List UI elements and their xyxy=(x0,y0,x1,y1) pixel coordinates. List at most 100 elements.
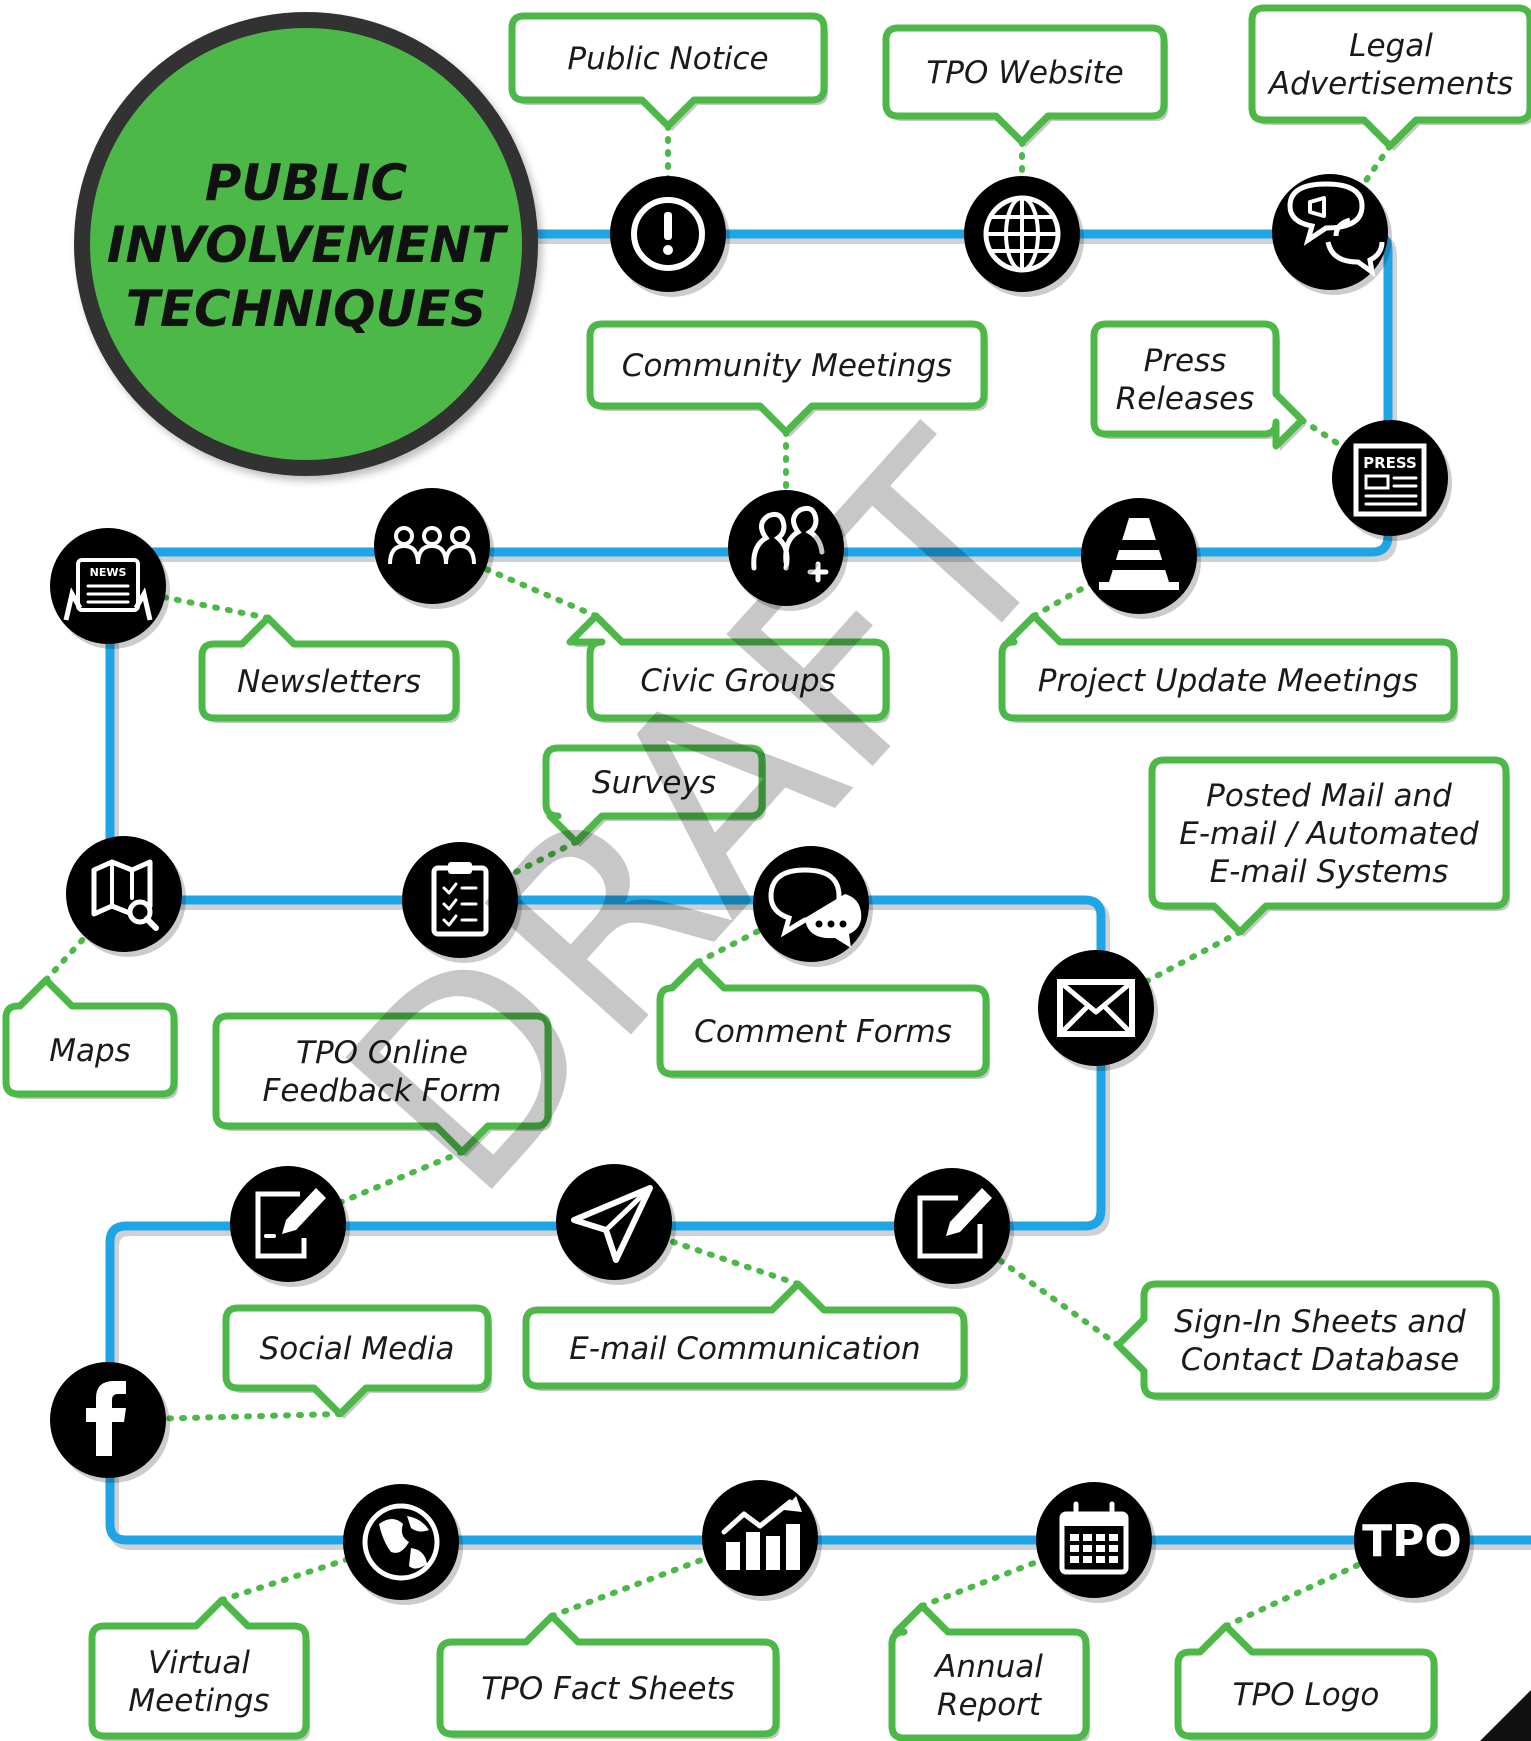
legal-advertisements-label: Advertisements xyxy=(1267,66,1513,102)
posted-mail-label: E-mail Systems xyxy=(1210,854,1449,890)
tpo-online-feedback-label: Feedback Form xyxy=(263,1073,502,1109)
route-lines xyxy=(105,229,1531,1550)
social-media-label: Social Media xyxy=(260,1331,455,1367)
tpo-logo-label: TPO Logo xyxy=(1233,1677,1380,1713)
tpo-logo-callout: TPO Logo xyxy=(1174,1622,1438,1741)
callout-box xyxy=(1090,320,1306,450)
sign-in-sheets-label: Sign-In Sheets and xyxy=(1174,1304,1466,1340)
tpo-logo-icon: TPO xyxy=(1354,1482,1474,1603)
social-media-callout: Social Media xyxy=(222,1304,492,1419)
posted-mail-label: Posted Mail and xyxy=(1206,778,1452,814)
callout-box xyxy=(2,976,178,1098)
title-line-1: PUBLIC xyxy=(205,154,408,212)
legal-advertisements-label: Legal xyxy=(1349,28,1433,64)
project-update-meetings-callout: Project Update Meetings xyxy=(998,612,1458,723)
virtual-meetings-label: Meetings xyxy=(128,1683,269,1719)
email-communication-callout: E-mail Communication xyxy=(522,1280,968,1391)
clipboard-check-icon xyxy=(402,842,522,963)
email-communication-label: E-mail Communication xyxy=(569,1331,920,1367)
calendar-icon xyxy=(1036,1482,1156,1603)
tpo-website-label: TPO Website xyxy=(926,55,1123,91)
civic-groups-label: Civic Groups xyxy=(640,663,835,699)
people-add-icon xyxy=(728,490,848,611)
technique-icons: PRESS NEWS TPO xyxy=(50,174,1474,1605)
newsletter-icon: NEWS xyxy=(50,528,170,649)
svg-text:TPO: TPO xyxy=(1362,1516,1462,1567)
callout-box xyxy=(1174,1622,1438,1740)
civic-groups-callout: Civic Groups xyxy=(566,612,890,723)
callout-box xyxy=(882,24,1168,146)
callout-box xyxy=(586,320,988,436)
title-line-2: INVOLVEMENT xyxy=(107,216,509,274)
alert-icon xyxy=(610,176,730,297)
page-corner xyxy=(1480,1690,1531,1741)
callout-box xyxy=(436,1612,780,1738)
traffic-cone-icon xyxy=(1081,498,1201,619)
growth-chart-icon xyxy=(702,1480,822,1601)
community-meetings-label: Community Meetings xyxy=(622,348,952,384)
megaphone-chat-icon xyxy=(1272,174,1392,295)
paper-plane-icon xyxy=(556,1164,676,1285)
callout-box xyxy=(998,612,1458,722)
tpo-website-callout: TPO Website xyxy=(882,24,1168,147)
callout-box xyxy=(198,614,460,722)
route-line xyxy=(105,229,1531,1545)
press-icon: PRESS xyxy=(1332,420,1452,541)
callout-box xyxy=(1148,756,1510,936)
project-update-meetings-label: Project Update Meetings xyxy=(1038,663,1418,699)
route-shadow xyxy=(109,234,1531,1550)
globe-icon xyxy=(964,176,1084,297)
svg-text:NEWS: NEWS xyxy=(90,566,127,579)
posted-mail-connector xyxy=(1093,929,1243,1011)
group-icon xyxy=(374,488,494,609)
title-line-3: TECHNIQUES xyxy=(126,280,487,338)
sign-form-icon xyxy=(230,1166,350,1287)
callouts: Public Notice TPO Website LegalAdvertiseme… xyxy=(2,4,1531,1741)
earth-icon xyxy=(343,1484,463,1605)
press-releases-label: Releases xyxy=(1116,381,1255,417)
newsletters-callout: Newsletters xyxy=(198,614,460,723)
callout-box xyxy=(656,958,990,1078)
tpo-fact-sheets-label: TPO Fact Sheets xyxy=(481,1671,735,1707)
public-notice-callout: Public Notice xyxy=(508,12,828,131)
maps-callout: Maps xyxy=(2,976,178,1099)
callout-box xyxy=(522,1280,968,1390)
chat-bubbles-icon xyxy=(753,846,873,967)
community-meetings-callout: Community Meetings xyxy=(586,320,988,437)
press-releases-label: Press xyxy=(1144,343,1227,379)
newsletters-label: Newsletters xyxy=(237,664,421,700)
civic-groups-connector xyxy=(429,543,599,619)
newsletters-connector xyxy=(105,583,271,621)
envelope-icon xyxy=(1038,950,1158,1071)
facebook-icon xyxy=(50,1362,170,1483)
callout-box xyxy=(1248,4,1531,150)
annual-report-label: Annual xyxy=(933,1649,1043,1685)
callout-box xyxy=(1114,1280,1500,1400)
annual-report-label: Report xyxy=(937,1687,1043,1723)
callout-box xyxy=(212,1012,552,1156)
comment-forms-callout: Comment Forms xyxy=(656,958,990,1079)
public-notice-label: Public Notice xyxy=(567,41,768,77)
title-badge: PUBLIC INVOLVEMENT TECHNIQUES xyxy=(74,12,538,476)
edit-pen-icon xyxy=(894,1168,1014,1289)
tpo-fact-sheets-callout: TPO Fact Sheets xyxy=(436,1612,780,1739)
callout-box xyxy=(88,1596,310,1740)
virtual-meetings-label: Virtual xyxy=(148,1645,250,1681)
sign-in-sheets-label: Contact Database xyxy=(1181,1342,1459,1378)
map-search-icon xyxy=(66,836,186,957)
maps-label: Maps xyxy=(49,1033,131,1069)
tpo-online-feedback-label: TPO Online xyxy=(296,1035,468,1071)
comment-forms-label: Comment Forms xyxy=(694,1014,952,1050)
title-circle xyxy=(90,28,522,460)
callout-box xyxy=(542,744,766,846)
posted-mail-label: E-mail / Automated xyxy=(1179,816,1479,852)
callout-box xyxy=(508,12,828,130)
